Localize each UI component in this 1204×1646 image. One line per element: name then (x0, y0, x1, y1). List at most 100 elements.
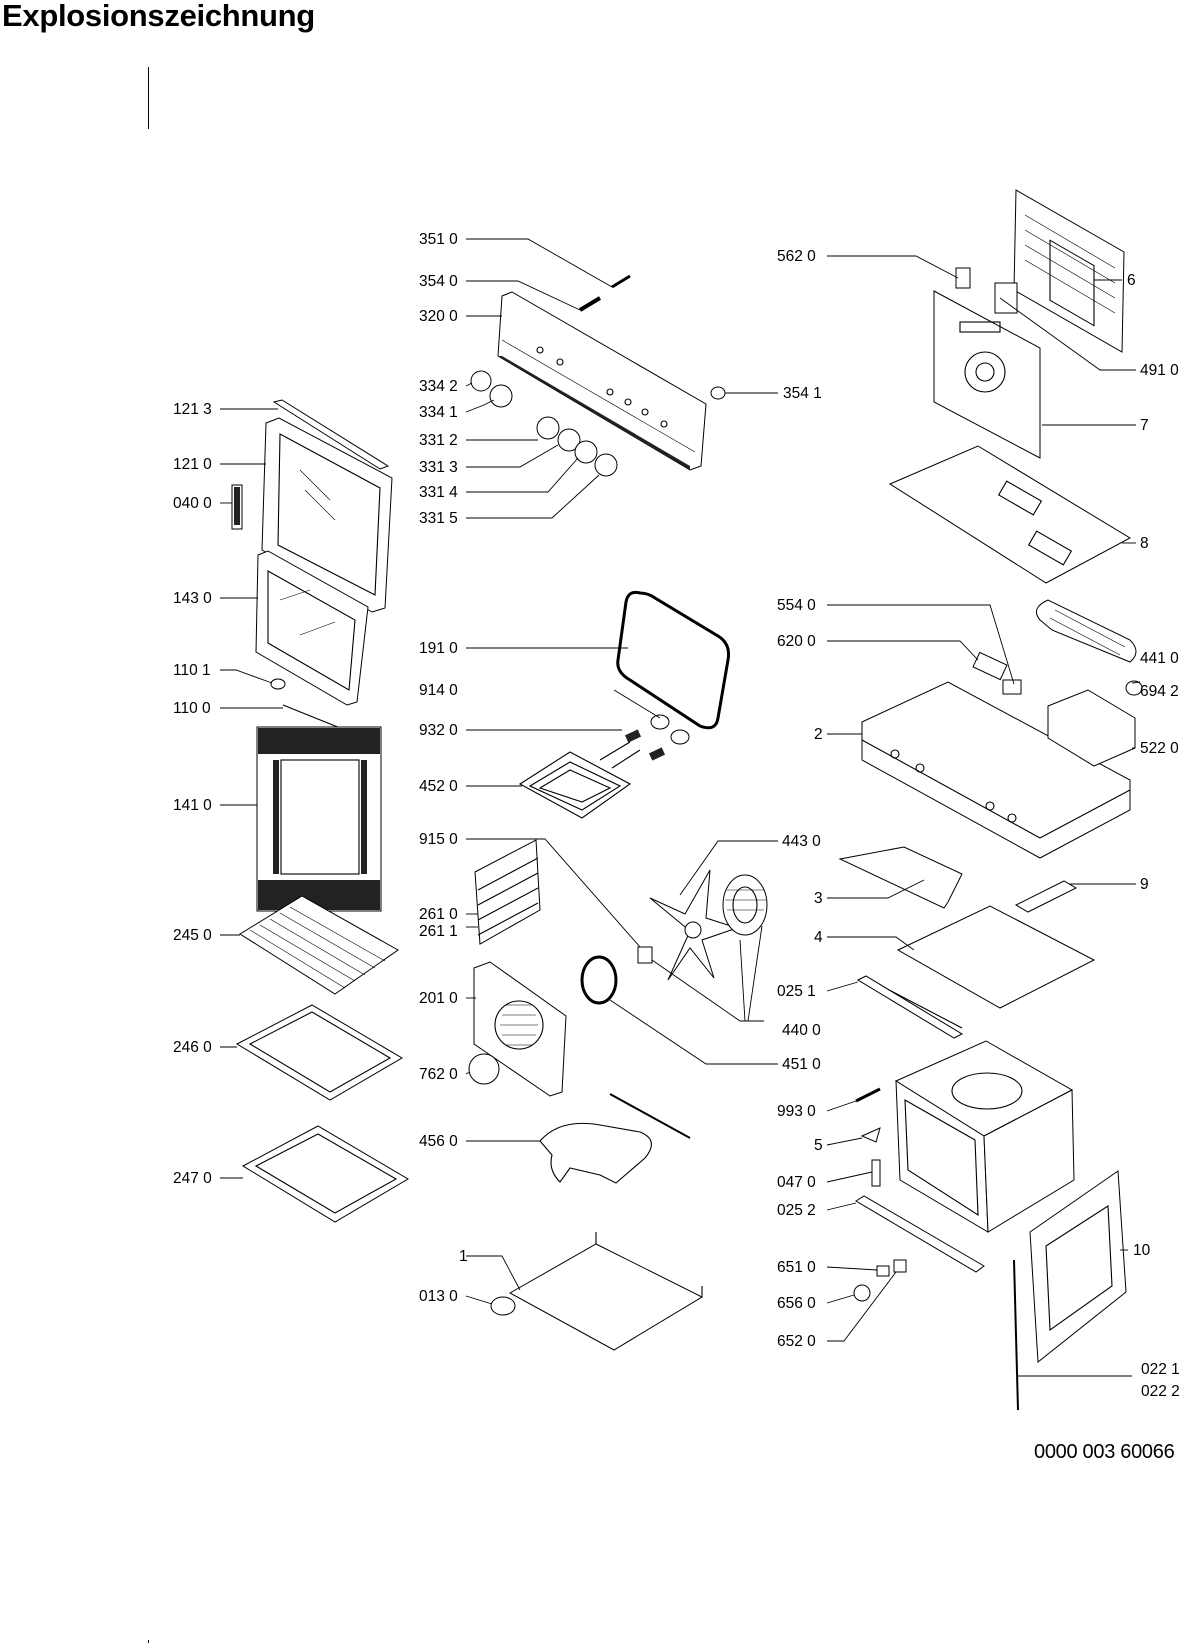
label-3314: 331 4 (419, 484, 458, 501)
label-4400: 440 0 (782, 1022, 821, 1039)
label-6942: 694 2 (1140, 683, 1179, 700)
part-labels: 351 0 354 0 320 0 334 2 334 1 331 2 331 … (173, 231, 1180, 1400)
label-3313: 331 3 (419, 459, 458, 476)
label-1910: 191 0 (419, 640, 458, 657)
label-2460: 246 0 (173, 1039, 212, 1056)
label-5: 5 (814, 1137, 823, 1154)
part-lower-element (539, 1093, 691, 1184)
label-1410: 141 0 (173, 797, 212, 814)
part-top-plate (888, 445, 1132, 584)
part-ring (710, 386, 726, 400)
part-lamp-parts (853, 1259, 907, 1302)
part-floor-plate (508, 1232, 704, 1351)
drawing-reference-number: 0000 003 60066 (1034, 1441, 1175, 1463)
label-4510: 451 0 (782, 1056, 821, 1073)
label-1430: 143 0 (173, 590, 212, 607)
label-0130: 013 0 (419, 1288, 458, 1305)
part-grill-element (518, 741, 641, 819)
label-6560: 656 0 (777, 1295, 816, 1312)
part-knobs (470, 370, 618, 477)
label-6: 6 (1127, 272, 1136, 289)
part-side-rails (474, 839, 541, 945)
part-switches (972, 651, 1022, 695)
label-3312: 331 2 (419, 432, 458, 449)
part-cover-plate (468, 1053, 500, 1085)
label-0470: 047 0 (777, 1174, 816, 1191)
part-fan-ring (580, 946, 653, 1005)
part-hinge (231, 484, 243, 530)
label-9320: 932 0 (419, 722, 458, 739)
label-3341: 334 1 (419, 404, 458, 421)
margin-rule (148, 67, 149, 129)
label-5540: 554 0 (777, 597, 816, 614)
part-rail-lower (856, 975, 964, 1039)
label-5620: 562 0 (777, 248, 816, 265)
part-rail-upper (855, 1195, 985, 1273)
part-inner-glass (255, 550, 369, 706)
part-element-fittings (624, 714, 690, 761)
part-fan-assembly (649, 869, 768, 981)
label-6520: 652 0 (777, 1333, 816, 1350)
label-10: 10 (1133, 1242, 1151, 1259)
label-1100: 110 0 (173, 700, 211, 717)
label-3315: 331 5 (419, 510, 458, 527)
part-baking-tray (235, 1004, 403, 1101)
label-2: 2 (814, 726, 823, 743)
part-side-panel (838, 846, 963, 909)
label-4430: 443 0 (782, 833, 821, 850)
part-outer-door-panel (256, 726, 382, 912)
label-1210: 121 0 (173, 456, 212, 473)
label-9150: 915 0 (419, 831, 458, 848)
label-1101: 110 1 (173, 662, 211, 679)
label-9930: 993 0 (777, 1103, 816, 1120)
part-drip-tray (241, 1125, 409, 1223)
label-7620: 762 0 (419, 1066, 458, 1083)
page-title: Explosionszeichnung (2, 0, 315, 33)
part-wire-rack (239, 895, 399, 995)
label-2610: 261 0 (419, 906, 458, 923)
part-connectors (955, 267, 1018, 314)
label-2010: 201 0 (419, 990, 458, 1007)
margin-tick (148, 1640, 149, 1643)
label-0222: 022 2 (1141, 1383, 1180, 1400)
part-oven-cavity (894, 1040, 1075, 1233)
leader-lines (220, 238, 1141, 1377)
label-4560: 456 0 (419, 1133, 458, 1150)
label-2470: 247 0 (173, 1170, 212, 1187)
label-3200: 320 0 (419, 308, 458, 325)
part-thermostat (1125, 680, 1143, 696)
label-6510: 651 0 (777, 1259, 816, 1276)
part-back-panel (1013, 189, 1125, 353)
part-pins (578, 274, 631, 312)
label-6200: 620 0 (777, 633, 816, 650)
label-0252: 025 2 (777, 1202, 816, 1219)
label-0221: 022 1 (1141, 1361, 1180, 1378)
label-3510: 351 0 (419, 231, 458, 248)
part-door-seal (616, 590, 730, 730)
part-bracket (1014, 880, 1078, 913)
label-4: 4 (814, 929, 823, 946)
part-door-top-strip (272, 399, 390, 470)
part-fan-cover (473, 961, 567, 1097)
label-2450: 245 0 (173, 927, 212, 944)
label-1: 1 (459, 1248, 468, 1265)
label-2611: 261 1 (419, 923, 458, 940)
label-4520: 452 0 (419, 778, 458, 795)
part-rear-wall (933, 290, 1041, 459)
label-3342: 334 2 (419, 378, 458, 395)
label-4410: 441 0 (1140, 650, 1179, 667)
label-1213: 121 3 (173, 401, 212, 418)
label-5220: 522 0 (1140, 740, 1179, 757)
part-shelf-plate (869, 905, 1096, 1029)
part-door-frame (261, 417, 393, 613)
label-9140: 914 0 (419, 682, 458, 699)
label-3541: 354 1 (783, 385, 822, 402)
label-4910: 491 0 (1140, 362, 1179, 379)
part-control-panel (497, 291, 707, 471)
part-cooling-fan (1035, 599, 1137, 663)
label-9: 9 (1140, 876, 1149, 893)
part-foot (490, 1296, 516, 1316)
label-3: 3 (814, 890, 823, 907)
part-small-hardware (855, 1087, 881, 1187)
